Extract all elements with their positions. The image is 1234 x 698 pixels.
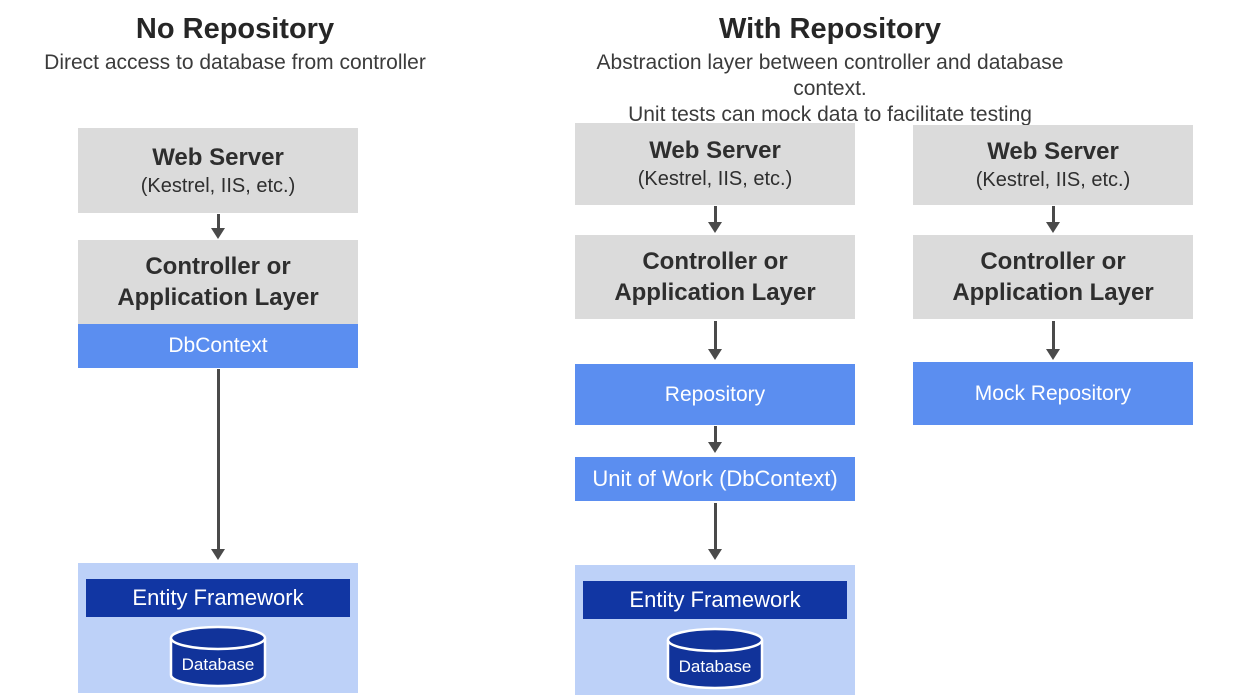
mock-repository-label: Mock Repository bbox=[974, 381, 1132, 405]
arrow-down-icon bbox=[1046, 321, 1060, 360]
web-server-subtitle: (Kestrel, IIS, etc.) bbox=[637, 168, 793, 190]
database-label: Database bbox=[181, 655, 255, 674]
web-server-title: Web Server bbox=[152, 143, 284, 171]
web-server-subtitle: (Kestrel, IIS, etc.) bbox=[975, 169, 1131, 191]
entity-framework-title: Entity Framework bbox=[629, 587, 801, 612]
controller-line2: Application Layer bbox=[614, 279, 816, 306]
with-repository-heading: With Repository Abstraction layer betwee… bbox=[560, 12, 1100, 128]
repository-label: Repository bbox=[664, 382, 766, 406]
repo-controller-box: Controller or Application Layer bbox=[575, 235, 855, 319]
entity-framework-header: Entity Framework bbox=[86, 579, 350, 617]
controller-line1: Controller or bbox=[145, 253, 291, 280]
mock-web-server-box: Web Server (Kestrel, IIS, etc.) bbox=[913, 125, 1193, 205]
arrow-down-icon bbox=[211, 369, 225, 560]
database-cylinder-icon bbox=[666, 627, 764, 690]
database-cylinder-icon bbox=[169, 625, 267, 688]
arrow-down-icon bbox=[708, 503, 722, 560]
mock-repository-box: Mock Repository bbox=[913, 362, 1193, 425]
no-repo-controller-box: Controller or Application Layer bbox=[78, 240, 358, 324]
controller-line1: Controller or bbox=[980, 248, 1126, 275]
database-icon: Database bbox=[168, 625, 268, 691]
arrow-down-icon bbox=[1046, 206, 1060, 233]
no-repo-dbcontext-box: DbContext bbox=[78, 324, 358, 368]
with-repository-subtitle-line1: Abstraction layer between controller and… bbox=[596, 51, 1064, 100]
web-server-title: Web Server bbox=[987, 138, 1119, 165]
repo-web-server-box: Web Server (Kestrel, IIS, etc.) bbox=[575, 123, 855, 205]
no-repository-subtitle: Direct access to database from controlle… bbox=[44, 51, 426, 74]
no-repository-title: No Repository bbox=[135, 13, 335, 45]
controller-line2: Application Layer bbox=[952, 279, 1154, 306]
no-repo-web-server-box: Web Server (Kestrel, IIS, etc.) bbox=[78, 128, 358, 213]
unit-of-work-label: Unit of Work (DbContext) bbox=[592, 466, 838, 491]
repo-entity-framework-container: Entity Framework Database bbox=[575, 565, 855, 695]
entity-framework-title: Entity Framework bbox=[132, 585, 304, 610]
no-repository-heading: No Repository Direct access to database … bbox=[0, 12, 470, 76]
arrow-down-icon bbox=[708, 206, 722, 233]
with-repository-subtitle: Abstraction layer between controller and… bbox=[560, 50, 1100, 128]
web-server-subtitle: (Kestrel, IIS, etc.) bbox=[140, 174, 296, 197]
database-label: Database bbox=[678, 657, 752, 676]
arrow-down-icon bbox=[708, 321, 722, 360]
repository-box: Repository bbox=[575, 364, 855, 425]
database-icon: Database bbox=[665, 627, 765, 693]
with-repository-title: With Repository bbox=[718, 13, 942, 45]
no-repo-entity-framework-container: Entity Framework Database bbox=[78, 563, 358, 693]
entity-framework-header: Entity Framework bbox=[583, 581, 847, 619]
web-server-title: Web Server bbox=[649, 137, 781, 164]
arrow-down-icon bbox=[708, 426, 722, 453]
arrow-down-icon bbox=[211, 214, 225, 239]
controller-line1: Controller or bbox=[642, 248, 788, 275]
controller-line2: Application Layer bbox=[117, 284, 319, 311]
mock-controller-box: Controller or Application Layer bbox=[913, 235, 1193, 319]
dbcontext-label: DbContext bbox=[168, 334, 268, 357]
with-repository-subtitle-line2: Unit tests can mock data to facilitate t… bbox=[628, 103, 1032, 126]
unit-of-work-box: Unit of Work (DbContext) bbox=[575, 457, 855, 501]
